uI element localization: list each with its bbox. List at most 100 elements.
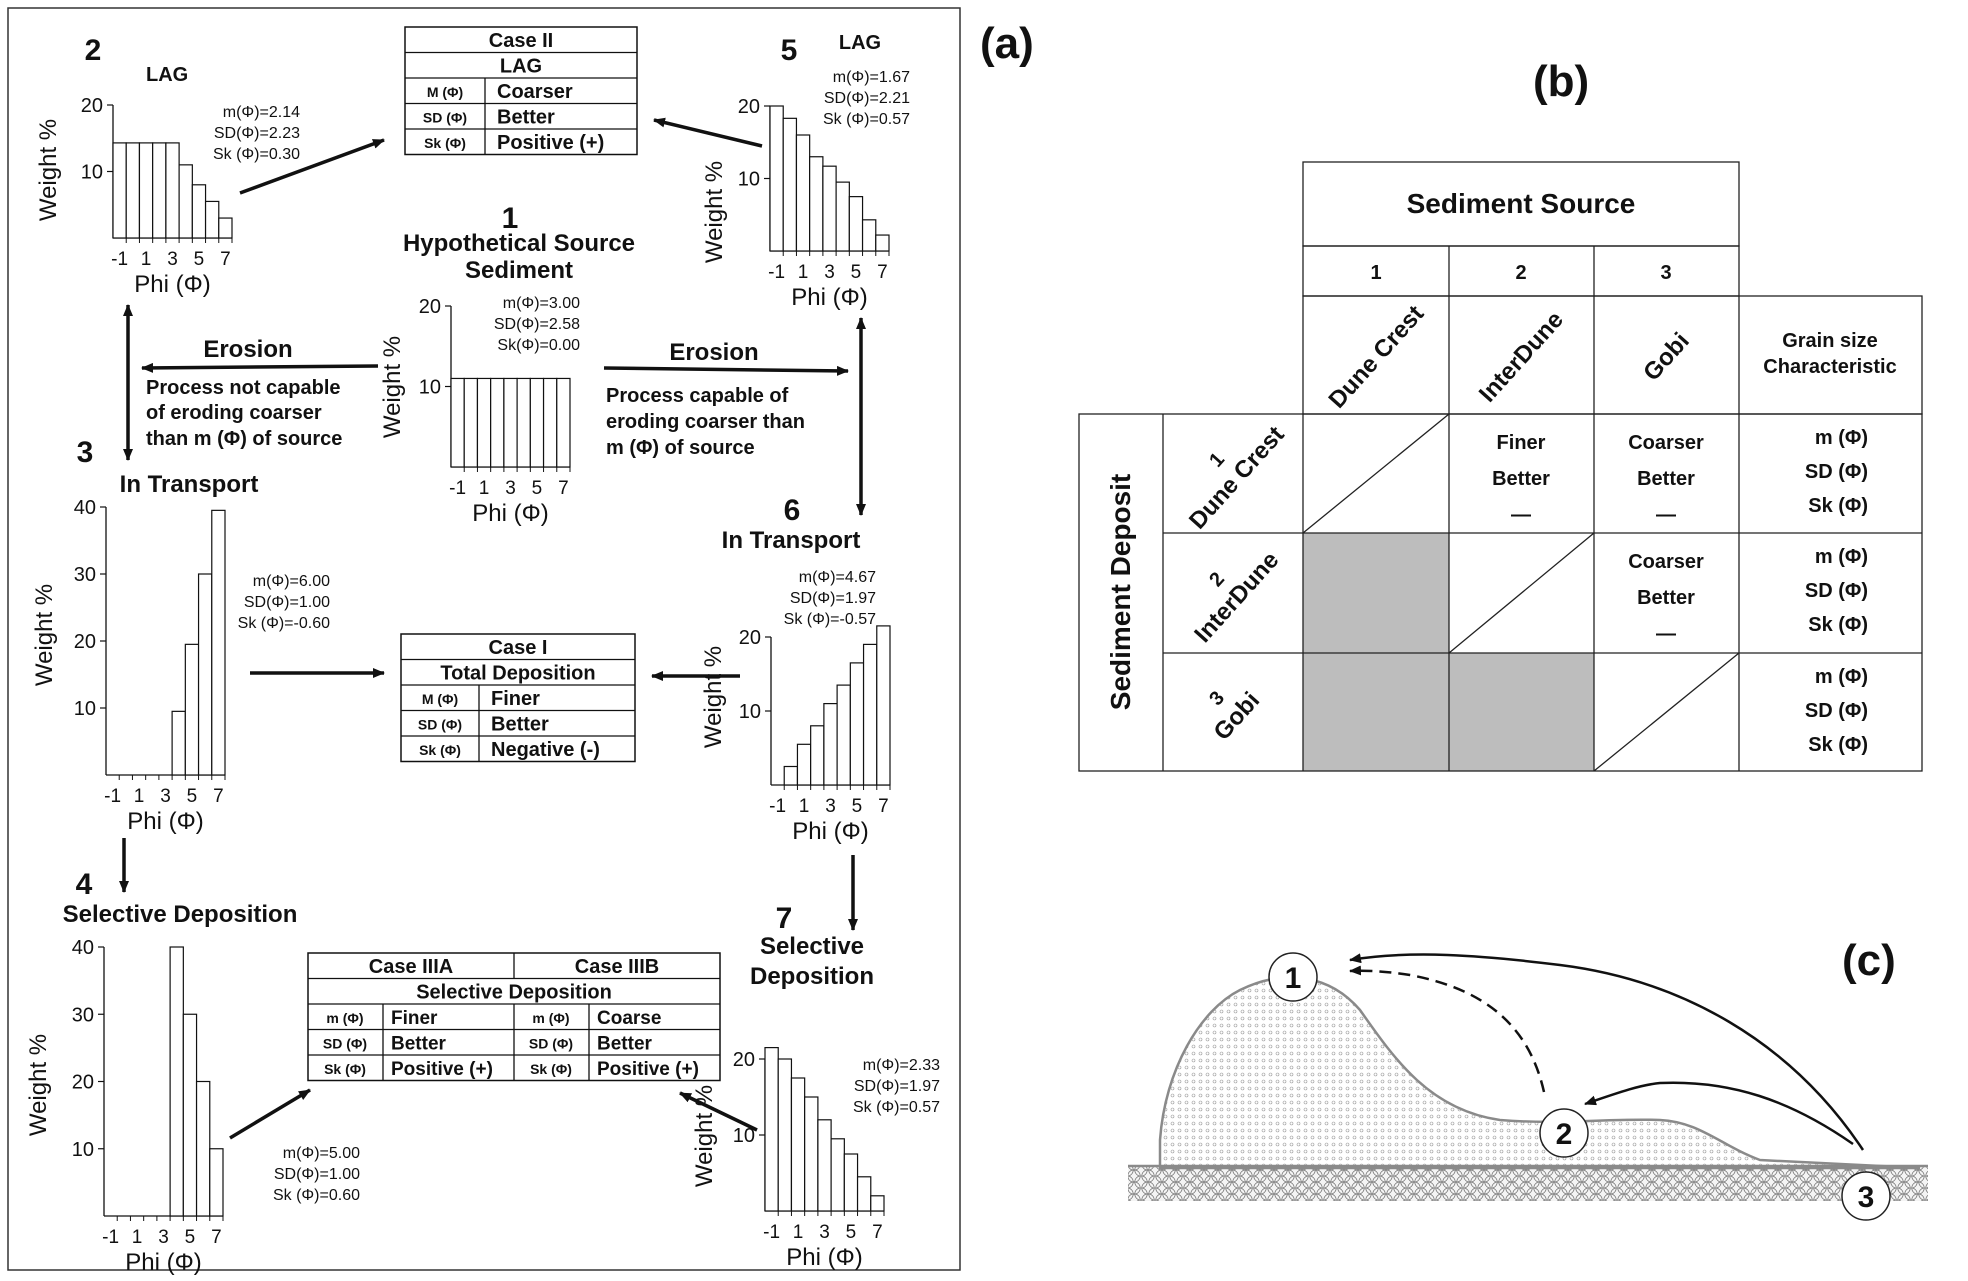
deposit-name: Dune Crest xyxy=(1184,421,1290,534)
x-tick-label: 3 xyxy=(819,1222,830,1243)
erosion-right-line: eroding coarser than xyxy=(606,411,805,433)
x-tick-label: 5 xyxy=(194,249,205,270)
case-row-value: Better xyxy=(491,714,549,736)
y-tick-label: 10 xyxy=(738,169,760,191)
gobi-pebble-bed xyxy=(1128,1167,1928,1201)
histogram-title: In Transport xyxy=(120,471,259,498)
histogram-number: 1 xyxy=(502,202,519,235)
x-tick-label: -1 xyxy=(111,249,128,270)
histogram-bar xyxy=(875,234,890,252)
histogram-bar xyxy=(211,509,226,776)
cell-text: — xyxy=(1511,504,1531,526)
histogram-stat: SD(Φ)=2.58 xyxy=(494,316,580,333)
case-row-key: M (Φ) xyxy=(427,84,463,100)
grain-size-row: Sk (Φ) xyxy=(1808,734,1868,756)
arrow-source-to-6 xyxy=(603,365,849,376)
case-row-key: Sk (Φ) xyxy=(424,135,466,151)
grain-size-header-line: Grain size xyxy=(1782,330,1878,352)
x-tick-label: 1 xyxy=(134,786,145,807)
histogram-bar xyxy=(830,1138,845,1212)
case-subtitle: Total Deposition xyxy=(440,663,595,685)
cell-text: Finer xyxy=(1497,432,1546,454)
x-axis-label: Phi (Φ) xyxy=(791,284,868,311)
histogram-title: Hypothetical Source xyxy=(403,230,635,257)
histogram-bar xyxy=(556,377,571,468)
histogram-bar xyxy=(112,142,127,239)
histogram-bar xyxy=(191,184,207,239)
y-tick-label: 20 xyxy=(72,1072,94,1094)
histogram-bar xyxy=(862,643,878,786)
y-tick-label: 10 xyxy=(81,162,103,184)
erosion-right-block: Erosion Process capable of eroding coars… xyxy=(606,339,805,459)
histogram-bar xyxy=(490,377,505,468)
panel-b-label: (b) xyxy=(1533,57,1589,106)
case-row-key: SD (Φ) xyxy=(423,110,467,126)
x-tick-label: -1 xyxy=(104,786,121,807)
y-tick-label: 10 xyxy=(74,698,96,720)
case-row-value: Finer xyxy=(391,1008,438,1029)
y-axis-label: Weight % xyxy=(31,584,58,686)
case-row-key: Sk (Φ) xyxy=(530,1061,572,1077)
histogram-bar xyxy=(503,377,518,468)
flow-arrows xyxy=(119,117,866,1140)
histogram-bar xyxy=(843,1153,859,1212)
x-tick-label: 7 xyxy=(558,478,569,499)
histogram-bar xyxy=(764,1046,779,1212)
x-tick-label: 7 xyxy=(872,1222,883,1243)
y-axis-label: Weight % xyxy=(701,161,728,263)
y-tick-label: 20 xyxy=(81,95,103,117)
histogram-bar xyxy=(197,573,213,776)
histogram-stat: Sk(Φ)=0.00 xyxy=(497,337,580,354)
histogram-stat: Sk (Φ)=-0.60 xyxy=(238,615,330,632)
histogram-title: Deposition xyxy=(750,963,874,990)
x-tick-label: 5 xyxy=(846,1222,857,1243)
histogram-stat: m(Φ)=2.14 xyxy=(223,104,300,121)
histogram-stat: SD(Φ)=2.23 xyxy=(214,125,300,142)
histogram-stat: m(Φ)=6.00 xyxy=(253,573,330,590)
arrow-7-to-case3 xyxy=(679,1091,758,1132)
source-name: Dune Crest xyxy=(1324,300,1430,413)
deposit-number: 2 xyxy=(1205,568,1229,591)
x-tick-label: 7 xyxy=(211,1227,222,1248)
y-tick-label: 10 xyxy=(72,1139,94,1161)
histogram-bar xyxy=(817,1119,832,1212)
case-title: Case IIIA xyxy=(369,956,453,978)
erosion-left-block: Erosion Process not capable of eroding c… xyxy=(146,336,342,450)
histogram-bar xyxy=(209,1148,224,1217)
site-label: 1 xyxy=(1285,962,1302,995)
case-title: Case II xyxy=(489,30,553,52)
cell-text: — xyxy=(1656,623,1676,645)
case-row-key: m (Φ) xyxy=(326,1010,363,1026)
x-tick-label: 1 xyxy=(132,1227,143,1248)
source-name: Gobi xyxy=(1638,328,1695,387)
histogram-stat: Sk (Φ)=-0.57 xyxy=(784,611,876,628)
histogram-bar xyxy=(542,377,558,468)
gray-cell xyxy=(1303,533,1449,653)
case-row-value: Better xyxy=(391,1034,447,1055)
y-tick-label: 20 xyxy=(738,96,760,118)
erosion-right-line: m (Φ) of source xyxy=(606,437,755,459)
histogram-bar xyxy=(125,142,141,239)
diagonal-1-1 xyxy=(1302,413,1450,534)
histogram-bar xyxy=(169,946,184,1217)
histogram-stat: SD(Φ)=1.97 xyxy=(854,1078,940,1095)
case-row-key: SD (Φ) xyxy=(323,1036,367,1052)
histogram-bar xyxy=(783,765,799,786)
case-row-value: Positive (+) xyxy=(597,1059,699,1080)
x-tick-label: 1 xyxy=(141,249,152,270)
cell-text: Coarser xyxy=(1628,551,1704,573)
grain-size-row: SD (Φ) xyxy=(1805,580,1868,602)
source-name: InterDune xyxy=(1474,306,1569,407)
histogram-bar xyxy=(218,217,233,239)
panel-a-label: (a) xyxy=(980,19,1034,68)
histogram-bar xyxy=(849,662,865,786)
erosion-right-title: Erosion xyxy=(669,339,758,366)
site-marker-3: 3 xyxy=(1841,1171,1891,1221)
histogram-bar xyxy=(782,117,798,252)
site-label: 3 xyxy=(1858,1181,1875,1214)
histogram-bar xyxy=(796,743,812,786)
histogram-stat: m(Φ)=3.00 xyxy=(503,295,580,312)
histogram-number: 6 xyxy=(784,494,801,527)
x-axis-label: Phi (Φ) xyxy=(786,1244,863,1271)
